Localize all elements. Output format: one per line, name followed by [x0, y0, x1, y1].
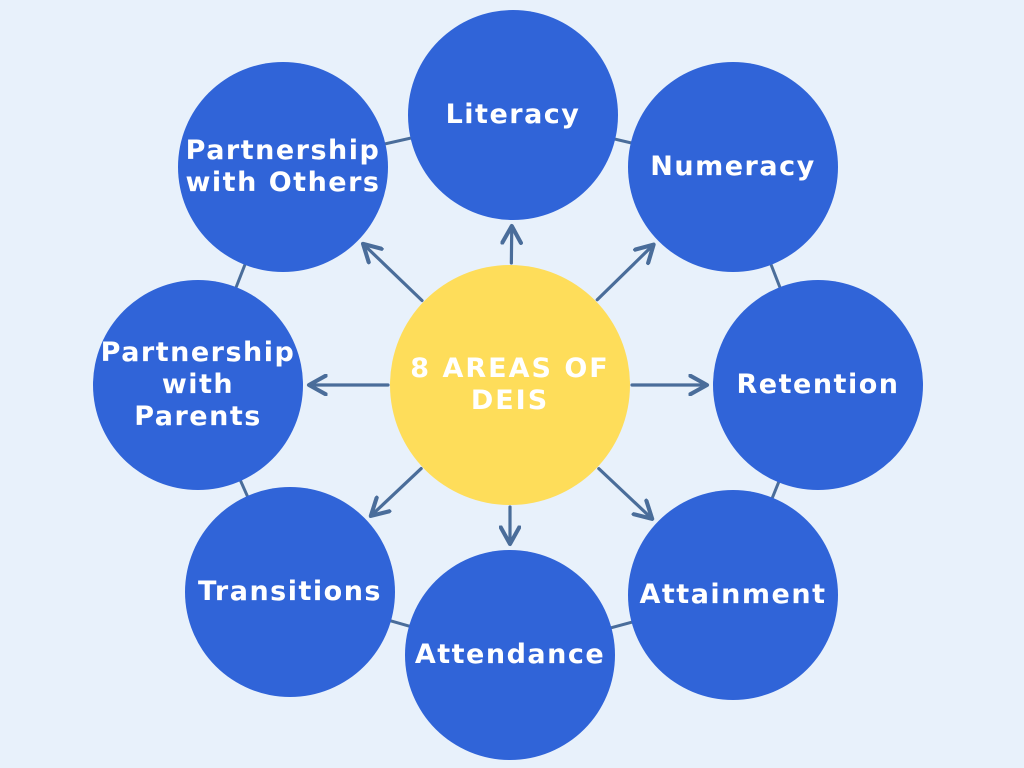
area-attendance: Attendance [405, 550, 615, 760]
area-partnership-with-parents: Partnership with Parents [93, 280, 303, 490]
area-partnership-with-others: Partnership with Others [178, 62, 388, 272]
hub-arrow [371, 467, 423, 516]
area-transitions: Transitions [185, 487, 395, 697]
area-attainment: Attainment [628, 490, 838, 700]
hub-circle: 8 AREAS OF DEIS [390, 265, 630, 505]
area-numeracy: Numeracy [628, 62, 838, 272]
hub-arrow [363, 244, 424, 303]
area-retention: Retention [713, 280, 923, 490]
area-literacy: Literacy [408, 10, 618, 220]
hub-arrow [595, 245, 653, 302]
hub-arrows [309, 226, 707, 544]
hub-arrow [597, 467, 652, 519]
